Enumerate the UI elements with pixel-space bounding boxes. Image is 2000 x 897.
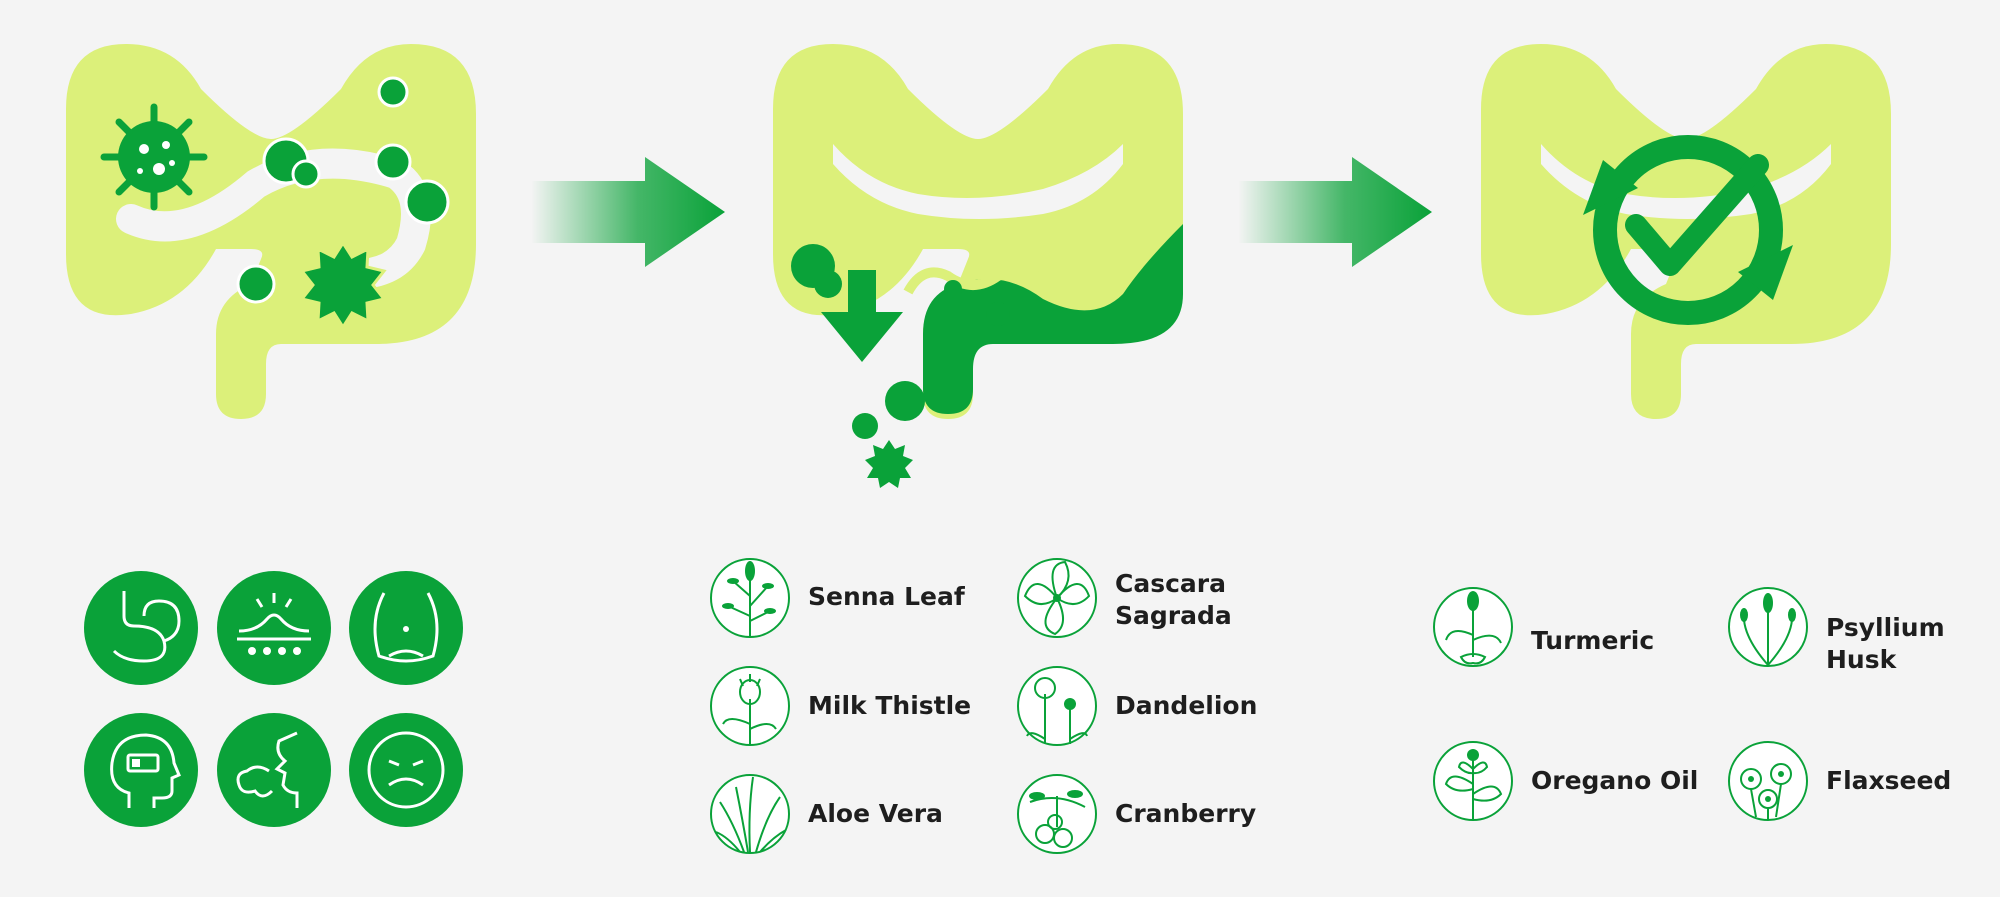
ingredient-label-cranberry: Cranberry: [1115, 799, 1257, 828]
refresh-check-icon: [1583, 135, 1793, 325]
ingredient-label-cascara-sagrada: Cascara Sagrada: [1115, 569, 1232, 630]
bacteria-icon: [299, 240, 387, 330]
thistle-plant-icon: [710, 666, 790, 746]
healthy-colon: [1481, 44, 1891, 419]
sad-face-icon: [349, 713, 463, 827]
ingredient-label-dandelion: Dandelion: [1115, 691, 1258, 720]
stomach-icon: [84, 571, 198, 685]
dandelion-plant-icon: [1017, 666, 1097, 746]
bad-breath-icon: [217, 713, 331, 827]
oregano-plant-icon: [1433, 741, 1513, 821]
virus-icon: [100, 103, 208, 211]
ingredient-label-senna-leaf: Senna Leaf: [808, 582, 965, 611]
ingredient-label-oregano-oil: Oregano Oil: [1531, 766, 1699, 795]
progress-arrow-1: [531, 157, 725, 267]
psyllium-plant-icon: [1728, 587, 1808, 667]
cleansing-colon: [773, 44, 1183, 488]
bubble-icons: [791, 244, 1010, 439]
germ-icon: [865, 440, 913, 488]
aloe-plant-icon: [710, 774, 790, 854]
turmeric-plant-icon: [1433, 587, 1513, 667]
senna-plant-icon: [710, 558, 790, 638]
cascara-leaf-icon: [1017, 558, 1097, 638]
low-energy-head-icon: [84, 713, 198, 827]
cranberry-plant-icon: [1017, 774, 1097, 854]
infected-colon: [66, 44, 476, 419]
down-arrow-icon: [821, 270, 903, 362]
ingredient-label-flaxseed: Flaxseed: [1826, 766, 1952, 795]
skin-rash-icon: [217, 571, 331, 685]
progress-arrow-2: [1238, 157, 1432, 267]
bloated-belly-icon: [349, 571, 463, 685]
ingredient-label-turmeric: Turmeric: [1531, 626, 1655, 655]
ingredient-label-milk-thistle: Milk Thistle: [808, 691, 972, 720]
ingredient-label-aloe-vera: Aloe Vera: [808, 799, 943, 828]
bubble-icons: [236, 76, 450, 304]
ingredient-label-psyllium-husk: Psyllium Husk: [1826, 613, 1945, 674]
flax-plant-icon: [1728, 741, 1808, 821]
